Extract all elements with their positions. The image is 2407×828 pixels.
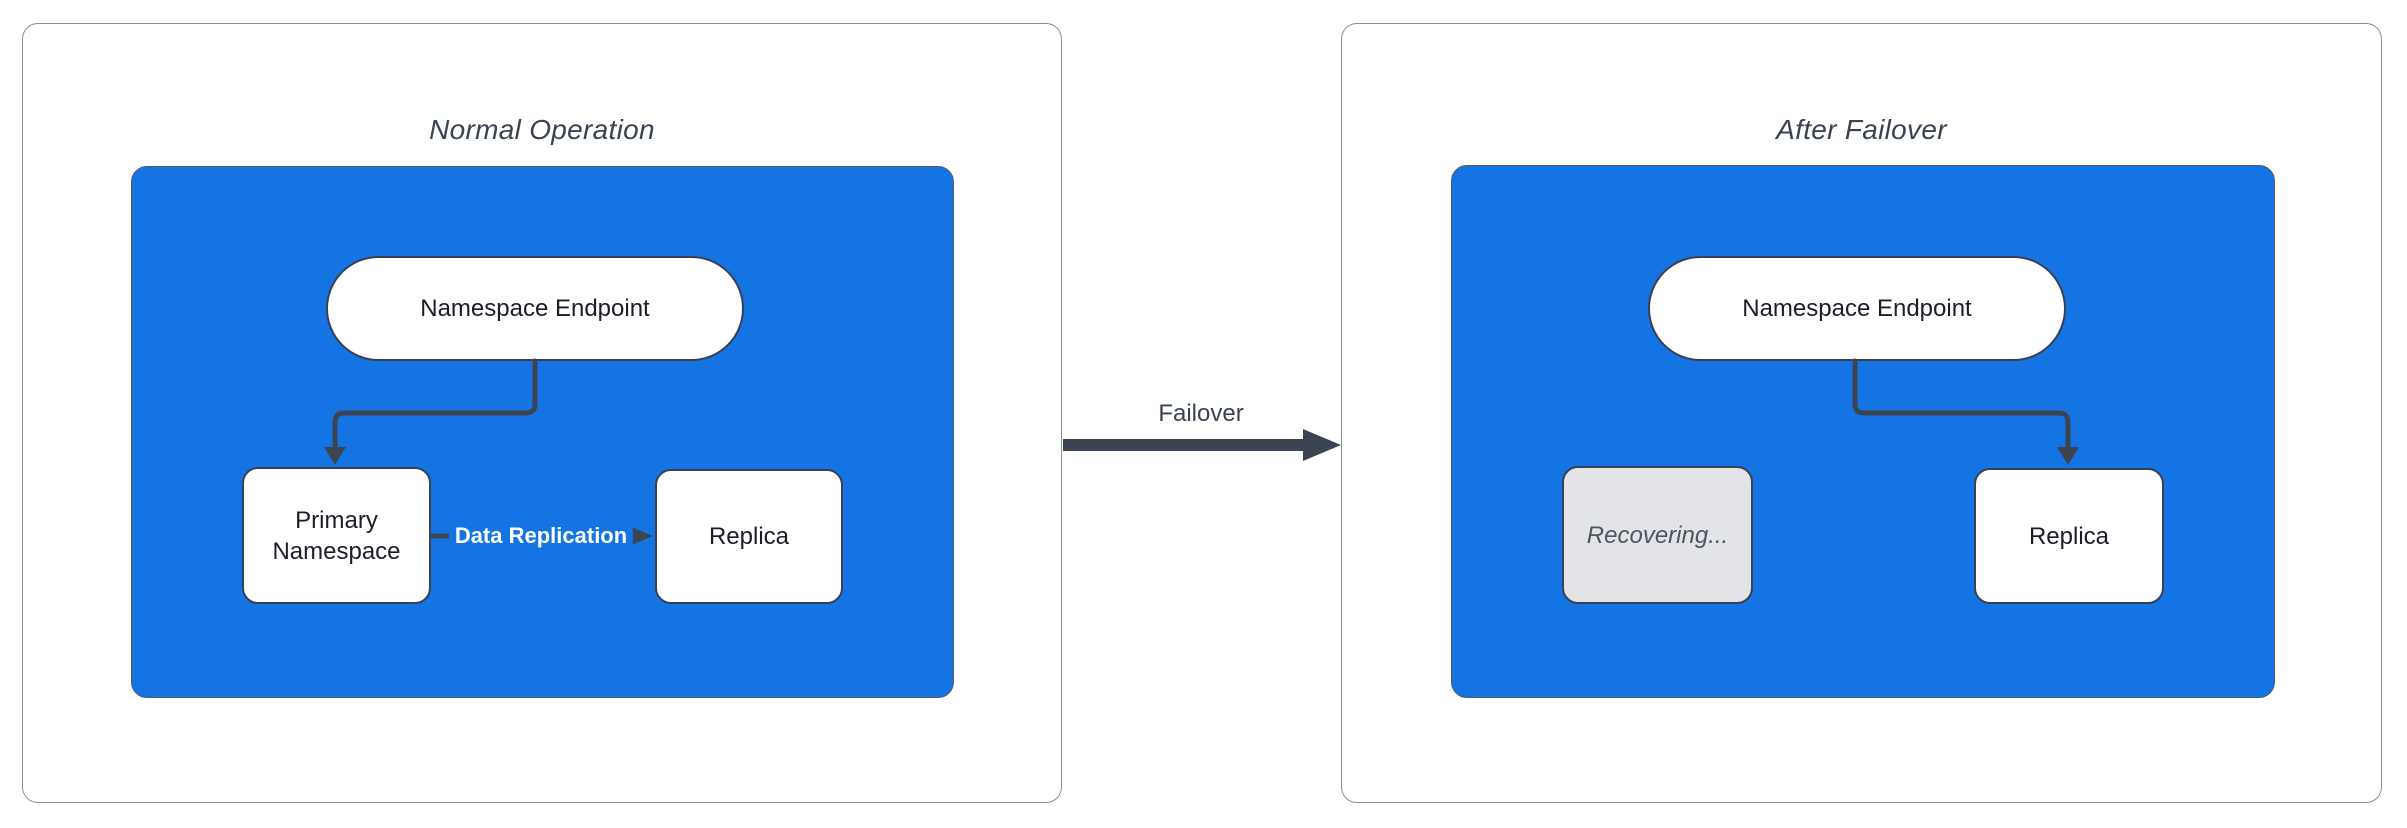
node-namespace-endpoint-right: Namespace Endpoint [1648, 256, 2066, 361]
panel-normal-operation: Normal Operation Namespace Endpoint Prim… [22, 23, 1062, 803]
namespace-container-right [1451, 165, 2275, 698]
node-label: Replica [708, 523, 790, 550]
node-replica-right: Replica [1974, 468, 2164, 604]
edge-label-data-replication: Data Replication [448, 521, 634, 551]
node-namespace-endpoint-left: Namespace Endpoint [326, 256, 744, 361]
node-label: Namespace Endpoint [1742, 295, 1972, 322]
node-label: Namespace Endpoint [420, 295, 650, 322]
arrowhead-failover [1303, 429, 1341, 461]
namespace-container-left [131, 166, 954, 698]
panel-title-after-failover: After Failover [1776, 114, 1947, 145]
node-label: Recovering... [1586, 521, 1729, 549]
node-label: Primary Namespace [272, 506, 401, 565]
node-recovering: Recovering... [1562, 466, 1753, 604]
transition-label-failover: Failover [1158, 400, 1244, 427]
node-label: Replica [2028, 522, 2110, 550]
node-replica-left: Replica [655, 469, 843, 604]
panel-after-failover: After Failover Namespace Endpoint Recove… [1341, 23, 2382, 803]
node-primary-namespace: Primary Namespace [242, 467, 431, 604]
panel-title-normal-operation: Normal Operation [429, 114, 655, 145]
